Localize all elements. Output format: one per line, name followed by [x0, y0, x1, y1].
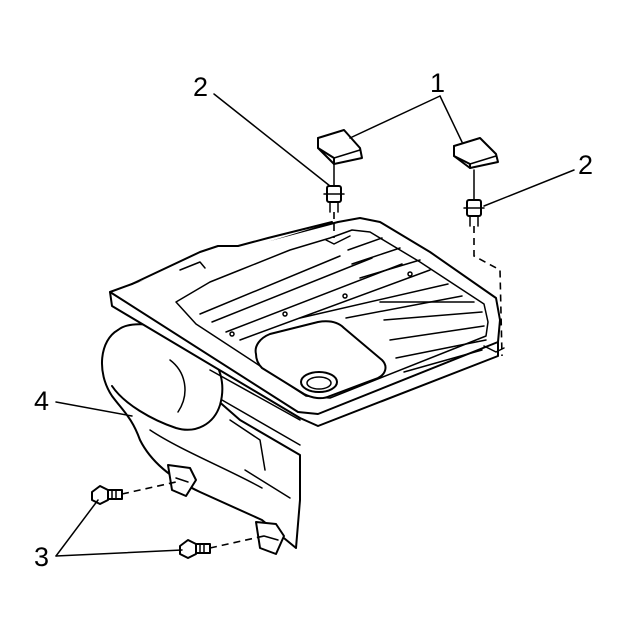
callout-1: 1 [430, 68, 445, 98]
bolt-lower [179, 539, 211, 559]
insulator-left [317, 129, 363, 165]
assembly-lines [121, 163, 503, 549]
insulator-right [453, 137, 499, 169]
mounting-bracket-lower [255, 521, 285, 555]
engine-cover [109, 217, 505, 427]
callout-3: 3 [34, 542, 49, 572]
nut-left [323, 185, 345, 213]
callout-2-left: 2 [193, 72, 208, 102]
nut-right [463, 199, 485, 227]
mounting-bracket-upper [167, 464, 197, 497]
callout-2-right: 2 [578, 150, 593, 180]
leader-lines [55, 93, 575, 557]
callout-4: 4 [34, 386, 49, 416]
bolt-upper [91, 485, 123, 505]
air-duct [101, 323, 301, 549]
